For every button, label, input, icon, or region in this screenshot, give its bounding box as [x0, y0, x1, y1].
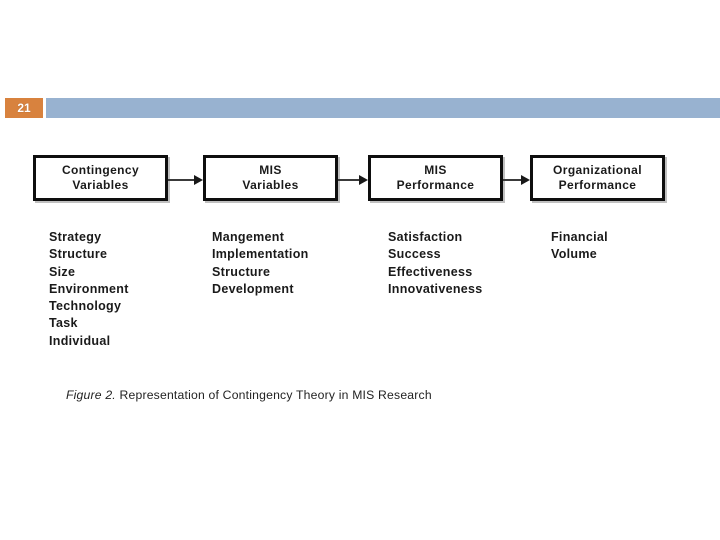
arrow-shaft	[503, 179, 522, 181]
arrow-head-icon	[194, 175, 203, 185]
box-label: Contingency	[61, 163, 140, 177]
list-mis-performance: Satisfaction Success Effectiveness Innov…	[388, 229, 483, 298]
list-item: Mangement	[212, 230, 285, 244]
box-contingency-variables: Contingency Variables	[33, 155, 168, 201]
list-item: Development	[212, 281, 294, 296]
list-item: Individual	[49, 333, 111, 348]
list-organizational-performance: Financial Volume	[551, 229, 608, 264]
page-number-badge: 21	[5, 98, 43, 118]
arrow-right-icon	[168, 175, 203, 185]
list-item: Environment	[49, 281, 129, 296]
box-label: Variables	[242, 178, 299, 192]
figure-caption-text: Representation of Contingency Theory in …	[115, 388, 432, 402]
box-label: MIS	[259, 163, 282, 177]
box-label: MIS	[424, 163, 447, 177]
list-item: Satisfaction	[388, 230, 463, 244]
list-item: Technology	[49, 299, 122, 314]
list-item: Structure	[49, 247, 108, 262]
title-bar	[46, 98, 720, 118]
arrow-right-icon	[503, 175, 530, 185]
list-item: Size	[49, 264, 76, 279]
list-item: Effectiveness	[388, 264, 473, 279]
list-item: Success	[388, 247, 441, 262]
box-label: Performance	[558, 178, 637, 192]
arrow-head-icon	[521, 175, 530, 185]
list-item: Task	[49, 316, 78, 331]
box-label: Organizational	[553, 163, 642, 177]
box-mis-variables: MIS Variables	[203, 155, 338, 201]
figure-caption-prefix: Figure 2.	[66, 388, 116, 402]
arrow-shaft	[168, 179, 195, 181]
arrow-head-icon	[359, 175, 368, 185]
box-label: Variables	[72, 178, 129, 192]
box-mis-performance: MIS Performance	[368, 155, 503, 201]
list-item: Financial	[551, 230, 608, 244]
arrow-right-icon	[338, 175, 368, 185]
list-item: Structure	[212, 264, 271, 279]
list-item: Volume	[551, 247, 598, 262]
list-contingency-variables: Strategy Structure Size Environment Tech…	[49, 229, 129, 350]
box-label: Performance	[396, 178, 475, 192]
figure-caption: Figure 2. Representation of Contingency …	[66, 388, 432, 402]
arrow-shaft	[338, 179, 360, 181]
list-item: Implementation	[212, 247, 309, 262]
list-mis-variables: Mangement Implementation Structure Devel…	[212, 229, 309, 298]
box-organizational-performance: Organizational Performance	[530, 155, 665, 201]
list-item: Strategy	[49, 230, 102, 244]
list-item: Innovativeness	[388, 281, 483, 296]
